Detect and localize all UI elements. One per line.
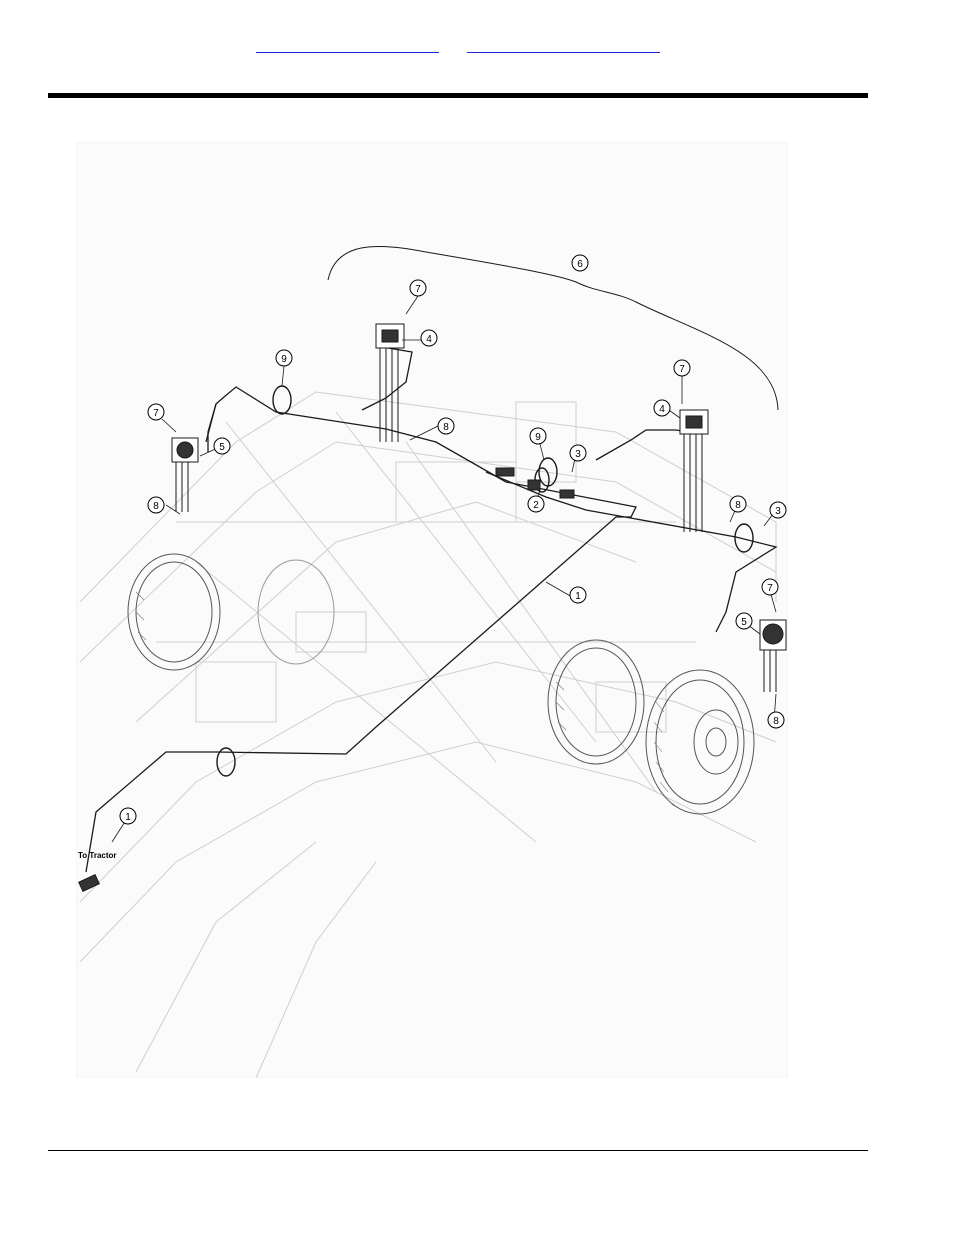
header-links xyxy=(0,42,954,58)
svg-text:8: 8 xyxy=(153,501,159,512)
svg-text:1: 1 xyxy=(125,812,131,823)
svg-text:2: 2 xyxy=(533,500,539,511)
footer-rule xyxy=(48,1150,868,1151)
callout-7-top-left-lamp: 7 xyxy=(410,280,426,296)
svg-text:5: 5 xyxy=(219,442,225,453)
callout-6: 6 xyxy=(572,255,588,271)
callout-8-bottom-right: 8 xyxy=(768,712,784,728)
header-link-2[interactable] xyxy=(467,52,660,53)
svg-text:8: 8 xyxy=(443,422,449,433)
to-tractor-label: To Tractor xyxy=(78,851,117,860)
callout-3-center: 3 xyxy=(570,445,586,461)
svg-text:7: 7 xyxy=(767,583,773,594)
svg-text:8: 8 xyxy=(735,500,741,511)
svg-text:3: 3 xyxy=(775,506,781,517)
callout-7-left-lamp: 7 xyxy=(148,404,164,420)
callout-1-left: 1 xyxy=(120,808,136,824)
callout-7-right-lamp: 7 xyxy=(674,360,690,376)
svg-text:9: 9 xyxy=(281,354,287,365)
implement-frame xyxy=(76,142,788,1078)
callout-9-left: 9 xyxy=(276,350,292,366)
svg-text:4: 4 xyxy=(426,334,432,345)
svg-text:6: 6 xyxy=(577,259,583,270)
callout-5-left: 5 xyxy=(214,438,230,454)
svg-text:7: 7 xyxy=(153,408,159,419)
parts-diagram: 7 4 9 7 5 8 8 9 3 2 6 7 4 8 3 7 5 8 1 1 … xyxy=(76,142,788,1078)
callout-8-top: 8 xyxy=(438,418,454,434)
callout-9-center: 9 xyxy=(530,428,546,444)
svg-text:7: 7 xyxy=(415,284,421,295)
svg-text:1: 1 xyxy=(575,591,581,602)
svg-text:8: 8 xyxy=(773,716,779,727)
svg-text:9: 9 xyxy=(535,432,541,443)
callout-3-right: 3 xyxy=(770,502,786,518)
callout-7-right-side: 7 xyxy=(762,579,778,595)
svg-text:4: 4 xyxy=(659,404,665,415)
callout-8-left: 8 xyxy=(148,497,164,513)
svg-text:3: 3 xyxy=(575,449,581,460)
callout-4-right-lamp: 4 xyxy=(654,400,670,416)
parts-diagram-svg: 7 4 9 7 5 8 8 9 3 2 6 7 4 8 3 7 5 8 1 1 … xyxy=(76,142,788,1078)
header-link-1[interactable] xyxy=(256,52,439,53)
header-rule xyxy=(48,93,868,98)
callout-4-top-left-lamp: 4 xyxy=(421,330,437,346)
callout-2: 2 xyxy=(528,496,544,512)
callout-5-right: 5 xyxy=(736,613,752,629)
callout-8-right: 8 xyxy=(730,496,746,512)
callout-1-center: 1 xyxy=(570,587,586,603)
svg-text:7: 7 xyxy=(679,364,685,375)
svg-text:5: 5 xyxy=(741,617,747,628)
